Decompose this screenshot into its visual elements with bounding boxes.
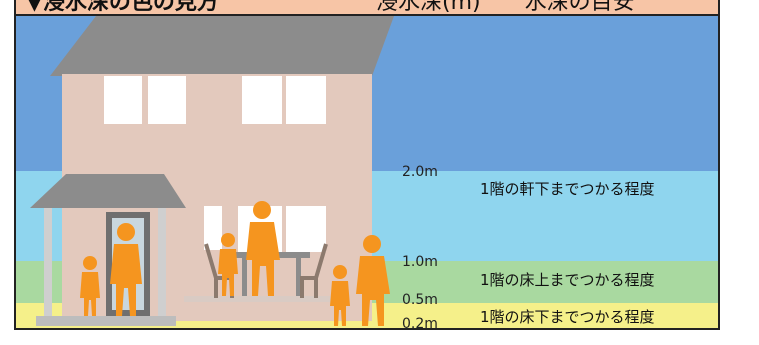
person-adult-3-head — [363, 235, 381, 253]
legend-header: ▼浸水深の色の見方 浸水深(m) 水深の目安 — [16, 0, 718, 16]
table-leg-right — [296, 258, 301, 296]
flood-depth-illustration: 2.0m 1.0m 0.5m 0.2m 1階の軒下までつかる程度 1階の床上まで… — [16, 16, 718, 330]
window-upper-2 — [148, 76, 186, 124]
person-adult-2-head — [253, 201, 271, 219]
window-upper-4 — [286, 76, 326, 124]
porch-post-left — [44, 208, 52, 320]
flood-depth-legend-panel: ▼浸水深の色の見方 浸水深(m) 水深の目安 — [14, 0, 720, 330]
window-lower-2 — [286, 206, 326, 252]
legend-title: ▼浸水深の色の見方 — [26, 0, 219, 15]
porch-roof — [30, 174, 186, 208]
legend-column-headings: 浸水深(m) 水深の目安 — [376, 0, 635, 15]
caption-above-floor: 1階の床上までつかる程度 — [480, 271, 655, 289]
house-and-people-illustration — [30, 16, 394, 326]
depth-label-1-0m: 1.0m — [402, 254, 438, 270]
table-leg-left — [242, 258, 247, 296]
caption-below-floor: 1階の床下までつかる程度 — [480, 308, 655, 326]
window-lower-small — [204, 206, 222, 250]
person-adult-1-head — [117, 223, 135, 241]
chair-right — [300, 243, 328, 298]
person-adult-3-body — [356, 256, 390, 326]
terrace — [184, 296, 334, 302]
people-figures — [80, 201, 390, 326]
person-adult-2-body — [246, 222, 280, 296]
person-child-1-body — [80, 272, 100, 316]
person-child-3-head — [333, 265, 347, 279]
caption-eaves: 1階の軒下までつかる程度 — [480, 180, 655, 198]
depth-label-0-5m: 0.5m — [402, 292, 438, 308]
depth-label-2-0m: 2.0m — [402, 164, 438, 180]
person-child-2-head — [221, 233, 235, 247]
porch-step — [36, 316, 176, 326]
depth-label-0-2m: 0.2m — [402, 316, 438, 330]
person-child-3-body — [330, 281, 350, 326]
person-child-2-body — [218, 249, 238, 296]
porch-post-right — [158, 208, 166, 320]
window-upper-1 — [104, 76, 142, 124]
person-child-1-head — [83, 256, 97, 270]
person-adult-1-body — [110, 244, 142, 316]
house-roof — [50, 16, 394, 76]
window-upper-3 — [242, 76, 282, 124]
